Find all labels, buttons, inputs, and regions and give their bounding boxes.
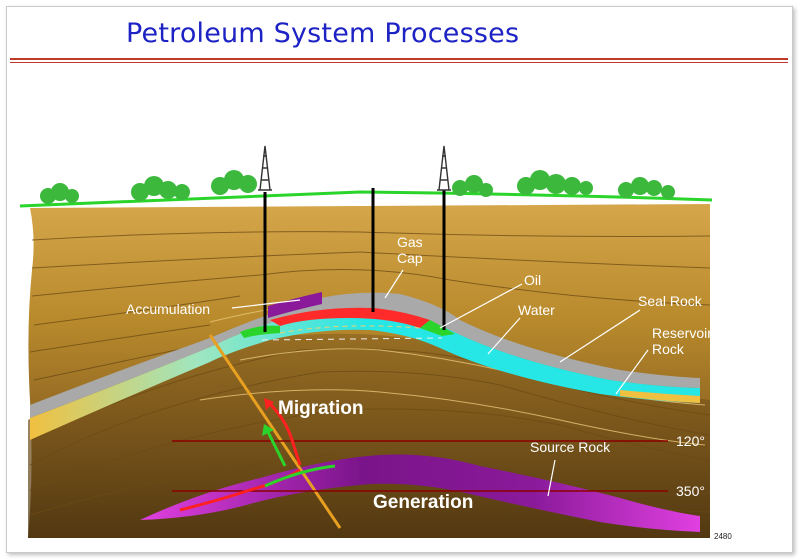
reservoir-rock-label-1: Reservoir xyxy=(652,325,712,341)
title-divider-thin xyxy=(10,62,788,63)
wells xyxy=(263,188,446,332)
accumulation-patch xyxy=(268,292,322,318)
fault-line xyxy=(208,334,342,529)
ground-surface xyxy=(19,190,713,208)
accumulation-label: Accumulation xyxy=(126,301,210,317)
slide-title: Petroleum System Processes xyxy=(126,18,520,49)
oil-water-contact xyxy=(261,337,443,341)
drilling-rig-icon xyxy=(258,145,451,191)
reservoir-rock-layer xyxy=(30,309,700,440)
tree-icon xyxy=(40,170,675,204)
migration-label: Migration xyxy=(278,398,364,419)
oil-layer-right xyxy=(420,320,455,336)
reservoir-rock-lower-band xyxy=(620,390,700,403)
generation-label: Generation xyxy=(373,492,473,513)
source-rock-layer xyxy=(140,454,700,532)
oil-label: Oil xyxy=(524,272,541,288)
title-divider xyxy=(10,58,788,60)
gas-cap-label-2: Cap xyxy=(397,250,423,266)
gas-cap-label-1: Gas xyxy=(397,234,423,250)
reservoir-rock-label-2: Rock xyxy=(652,341,685,357)
migration-arrows xyxy=(179,398,336,512)
water-label: Water xyxy=(518,302,555,318)
leader-lines xyxy=(231,269,649,497)
seal-rock-label: Seal Rock xyxy=(638,293,703,309)
oil-layer xyxy=(240,325,280,338)
gas-cap xyxy=(270,307,430,328)
temp-120-label: 120° F xyxy=(676,433,717,449)
figure-number: 2480 xyxy=(714,532,732,541)
gas-oil-contact xyxy=(279,325,421,334)
source-rock-label: Source Rock xyxy=(530,439,611,455)
temp-350-label: 350° F xyxy=(676,483,717,499)
seal-rock-layer xyxy=(30,292,700,418)
